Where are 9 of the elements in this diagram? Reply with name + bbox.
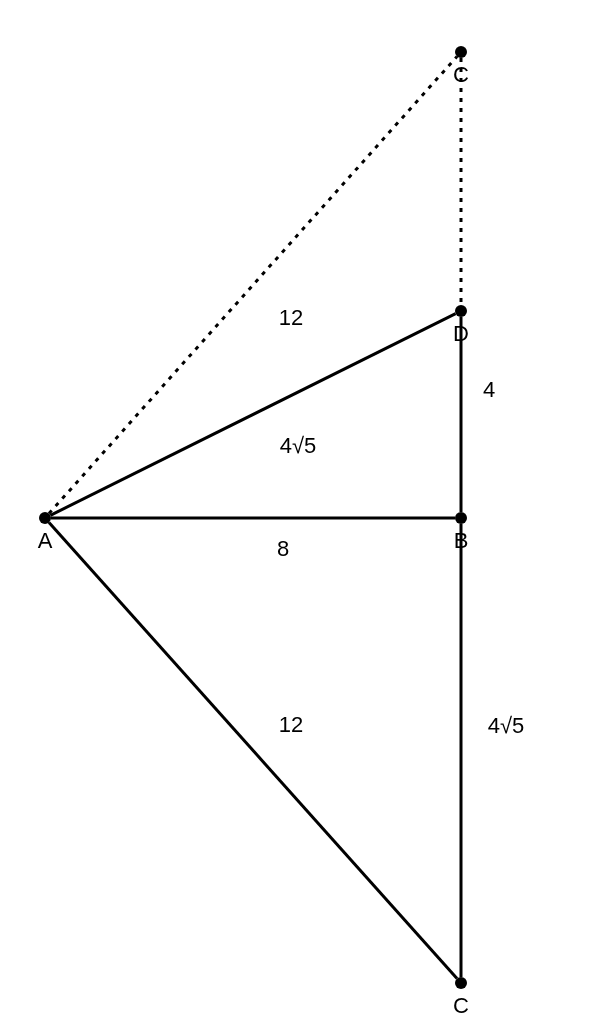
dashed-line-segment [47, 55, 459, 515]
line-segment [459, 524, 463, 977]
line-segment [47, 521, 459, 980]
line-segment [51, 516, 455, 520]
line-segment [459, 317, 463, 512]
dashed-line-segment [459, 58, 463, 305]
line-segment [49, 312, 457, 517]
point-label: A [37, 530, 53, 552]
point-label: C [453, 995, 469, 1017]
